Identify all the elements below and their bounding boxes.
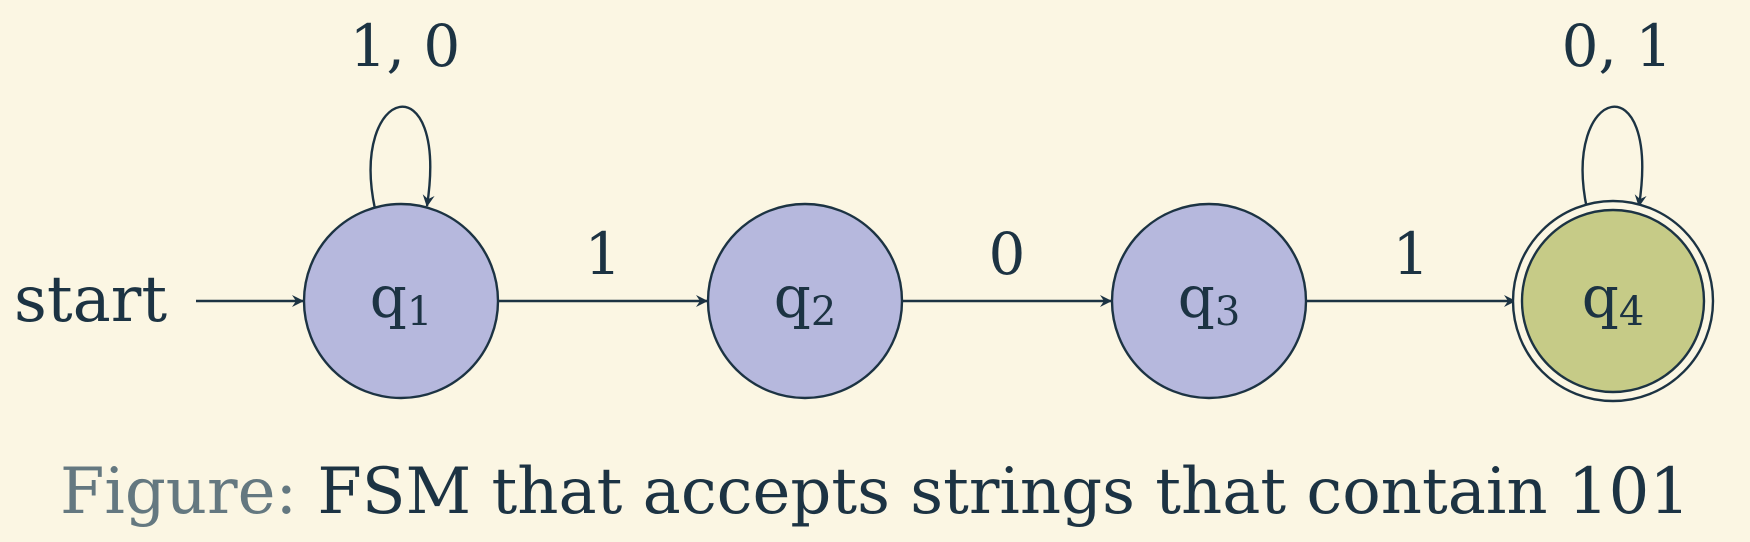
transition-loop-q1 [369,105,435,210]
state-circle [1520,208,1706,394]
transition-label-q3-q4: 1 [1393,220,1430,288]
state-q4: q4 [1511,199,1715,403]
state-q1: q1 [302,202,500,400]
transition-label-q4-q4: 0, 1 [1562,12,1673,80]
transition-label-q1-q2: 1 [585,220,622,288]
start-label: start [14,263,167,337]
transition-label-q2-q3: 0 [989,220,1026,288]
figure-caption: Figure: FSM that accepts strings that co… [0,452,1750,532]
state-q3: q3 [1110,202,1308,400]
state-circle [1110,202,1308,400]
caption-prefix: Figure: [59,455,298,529]
state-label-q2: q2 [774,263,837,335]
caption-text: FSM that accepts strings that contain 10… [297,455,1691,529]
state-label-q4: q4 [1582,263,1645,335]
transition-label-q1-q1: 1, 0 [350,12,461,80]
state-circle [706,202,904,400]
state-label-q3: q3 [1178,263,1241,335]
state-circle [302,202,500,400]
transition-loop-q4 [1581,105,1647,210]
state-q2: q2 [706,202,904,400]
state-label-q1: q1 [370,263,433,335]
